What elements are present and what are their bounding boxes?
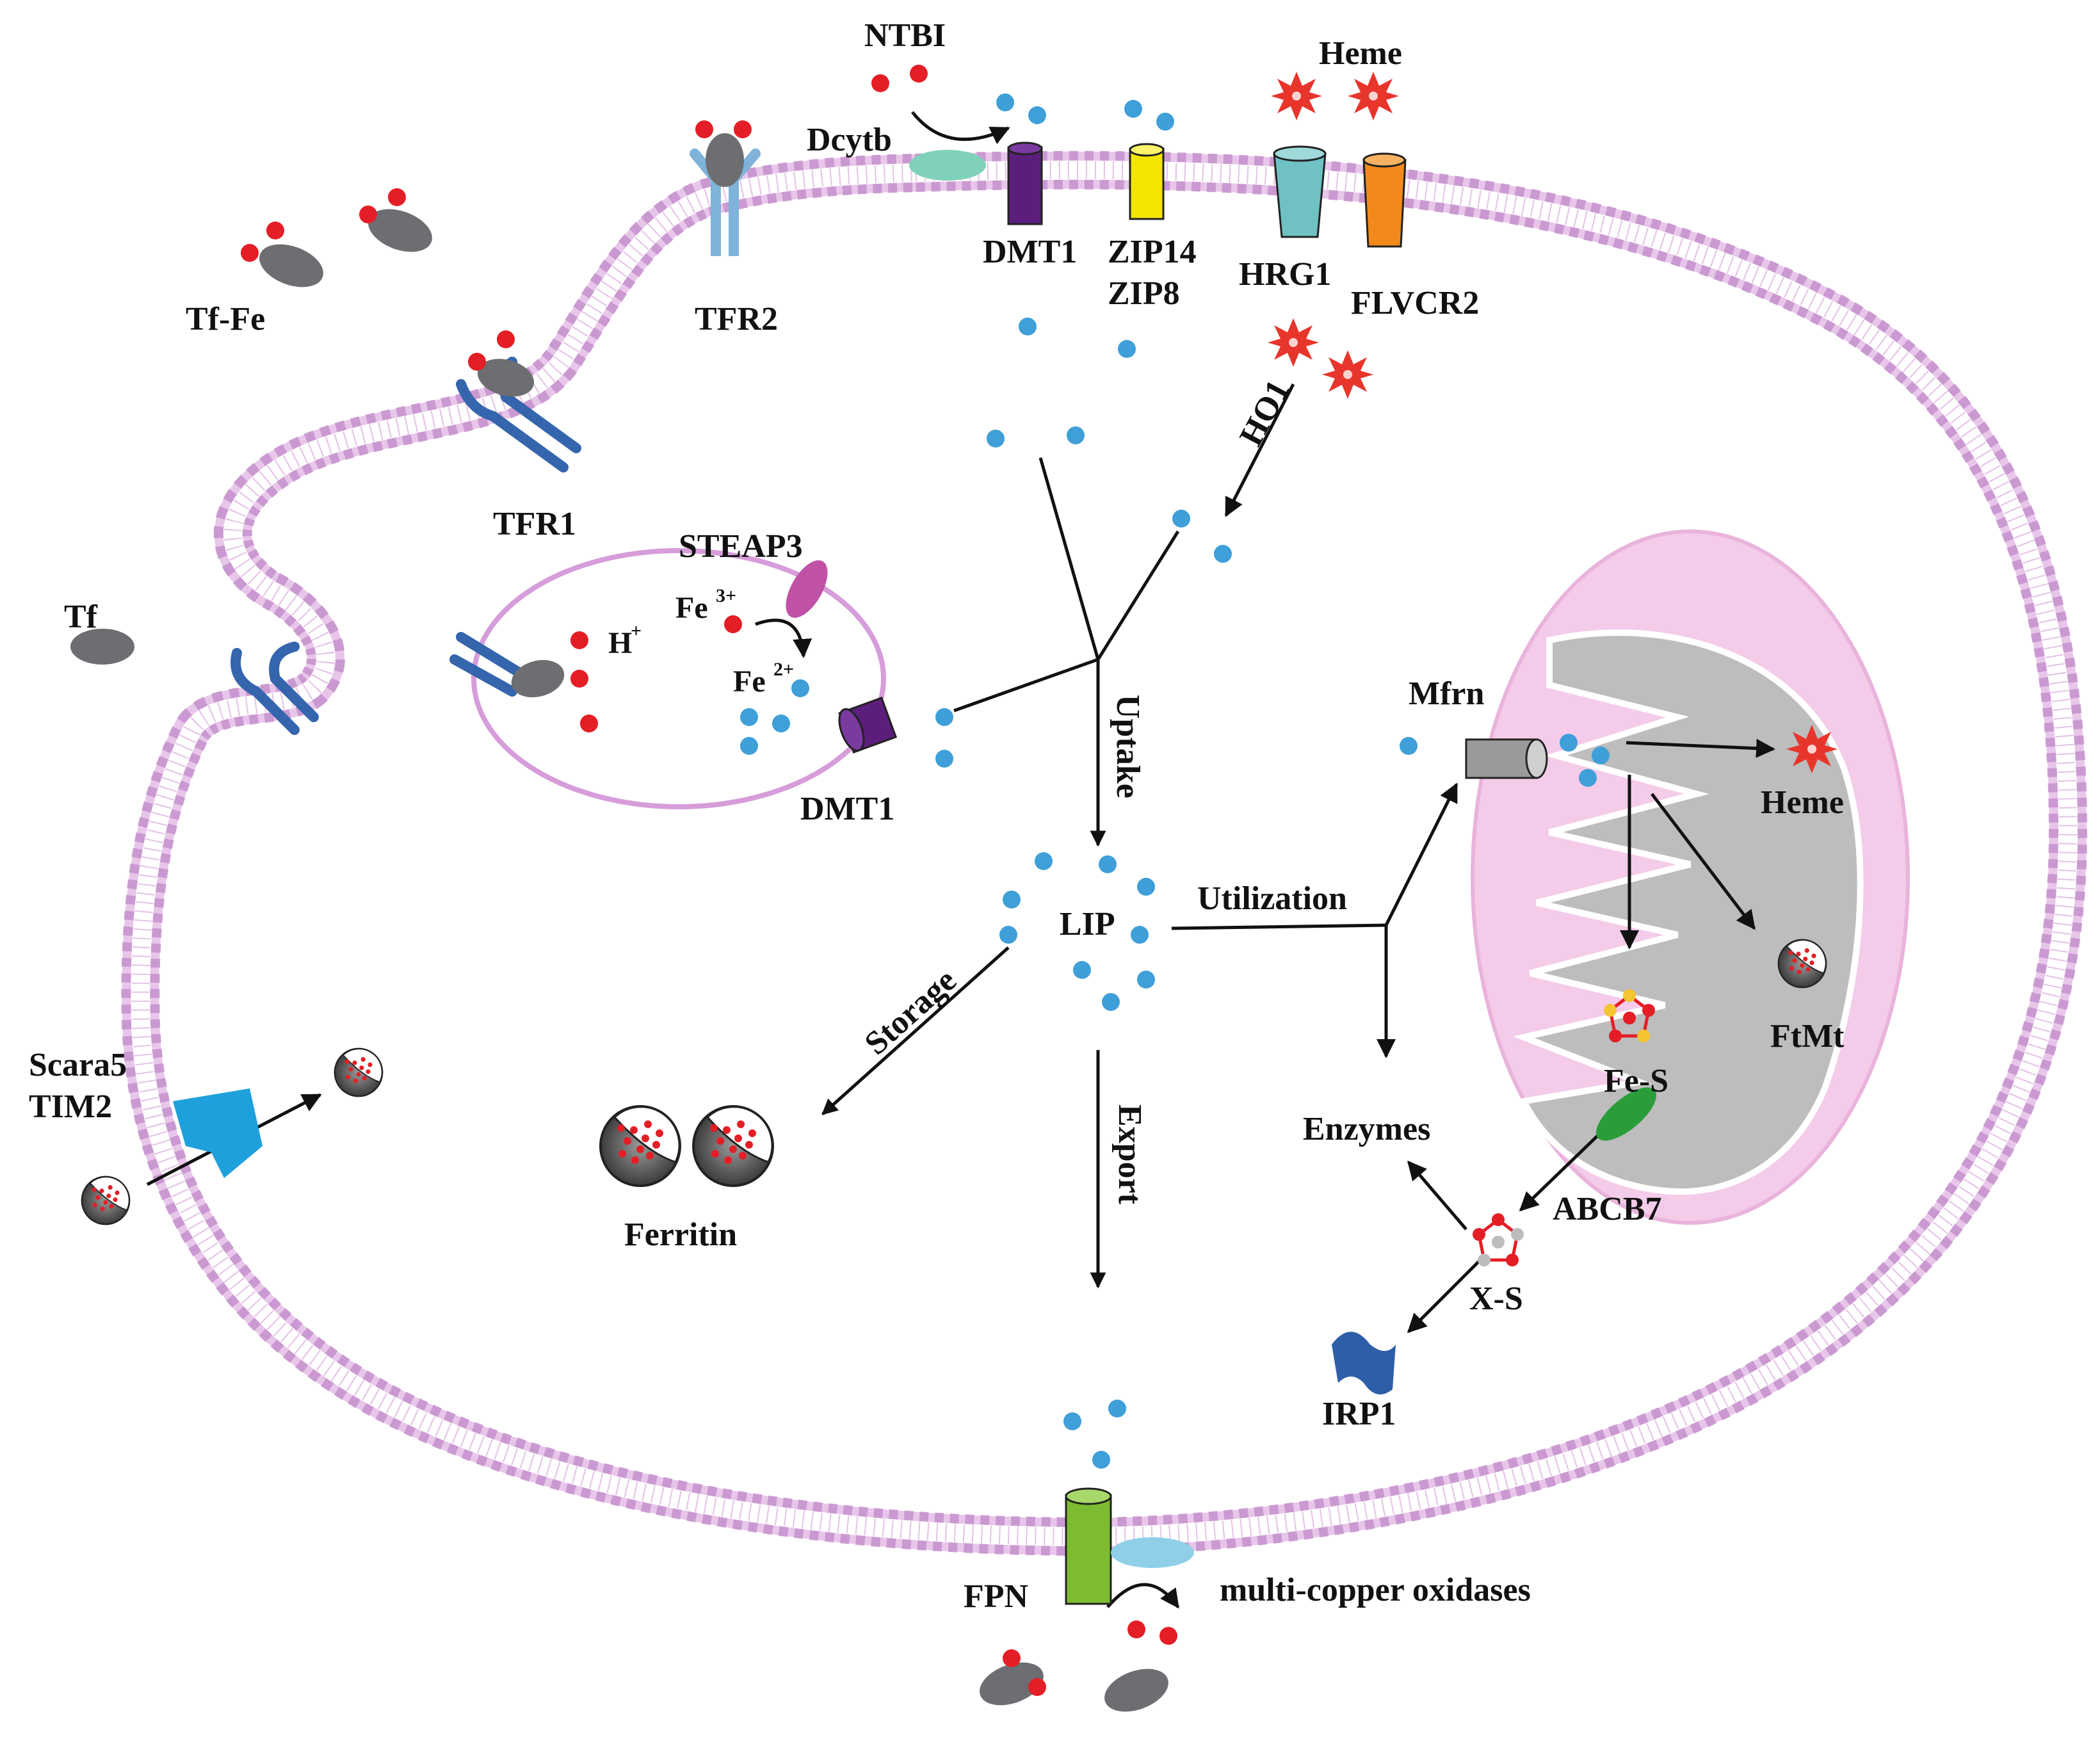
label-irp1: IRP1 (1322, 1396, 1396, 1432)
label-lip: LIP (1060, 906, 1115, 942)
label-scara5: Scara5 (29, 1047, 127, 1083)
tf-fe-complex (241, 222, 323, 287)
label-tf-fe: Tf-Fe (186, 301, 265, 337)
irp1-protein (1332, 1332, 1396, 1394)
dmt1-endosome-transporter (838, 697, 898, 754)
label-abcb7: ABCB7 (1553, 1191, 1661, 1227)
label-fpn: FPN (964, 1578, 1028, 1615)
label-tfr1: TFR1 (493, 506, 576, 542)
label-dmt1-membrane: DMT1 (983, 234, 1077, 270)
ferric-iron-dots (570, 65, 1177, 1645)
label-export: Export (1111, 1104, 1148, 1205)
label-h-plus: H (608, 626, 632, 660)
apo-transferrin (70, 629, 134, 665)
fpn-transporter (1065, 1487, 1112, 1605)
label-tim2: TIM2 (29, 1088, 112, 1125)
label-dmt1-endosome: DMT1 (800, 791, 894, 827)
scara5-receptor (173, 1088, 262, 1178)
dcytb-enzyme (909, 150, 986, 181)
zip-transporter (1129, 143, 1165, 220)
label-h-charge: + (631, 620, 642, 642)
label-fe2-charge: 2+ (773, 659, 794, 680)
label-fe3: Fe (675, 591, 708, 625)
endosome (471, 548, 886, 809)
hrg1-transporter (1273, 145, 1327, 238)
label-ftmt: FtMt (1770, 1018, 1845, 1054)
label-multi-copper-oxidases: multi-copper oxidases (1220, 1572, 1531, 1608)
label-ferritin: Ferritin (624, 1216, 737, 1253)
label-fe3-charge: 3+ (716, 585, 736, 606)
label-heme-mitochondrial: Heme (1761, 784, 1844, 821)
label-enzymes: Enzymes (1303, 1111, 1430, 1147)
label-utilization: Utilization (1197, 880, 1347, 917)
label-mfrn: Mfrn (1409, 675, 1484, 712)
label-ho1: HO1 (1232, 374, 1297, 451)
tfr-receptor-endosome (449, 632, 565, 698)
flvcr2-transporter (1362, 152, 1407, 248)
tf-fe-exported (980, 1649, 1046, 1706)
pathway-lines (146, 111, 1775, 1609)
label-steap3: STEAP3 (679, 528, 803, 565)
dmt1-membrane-transporter (1007, 141, 1043, 225)
cell-membrane (121, 150, 2088, 1556)
label-dcytb: Dcytb (807, 122, 892, 158)
label-fe-s: Fe-S (1604, 1063, 1668, 1099)
label-uptake: Uptake (1110, 695, 1146, 798)
label-tf: Tf (64, 599, 98, 635)
tfr1-receptor-membrane (456, 330, 581, 473)
tfr2-receptor (690, 120, 761, 256)
steap3-enzyme (786, 560, 828, 618)
mitochondrion (1471, 529, 1910, 1225)
label-storage: Storage (858, 962, 964, 1062)
label-tfr2: TFR2 (695, 301, 778, 337)
mfrn-transporter (1465, 738, 1548, 779)
apo-transferrin-exported (1104, 1668, 1168, 1712)
abcb7-transporter (1595, 1087, 1657, 1141)
label-zip8: ZIP8 (1108, 275, 1180, 312)
fe-s-cluster (1604, 989, 1655, 1042)
label-zip14: ZIP14 (1108, 234, 1197, 270)
label-ntbi: NTBI (864, 17, 946, 54)
label-flvcr2: FLVCR2 (1351, 285, 1479, 321)
tfr-receptor-pit (230, 642, 319, 735)
x-s-cluster (1473, 1213, 1524, 1266)
label-hrg1: HRG1 (1239, 256, 1331, 293)
multi-copper-oxidase (1111, 1537, 1194, 1568)
tf-fe-complex (359, 188, 432, 252)
label-x-s: X-S (1469, 1281, 1523, 1317)
label-heme-extracellular: Heme (1319, 35, 1402, 72)
label-fe2: Fe (733, 665, 766, 699)
